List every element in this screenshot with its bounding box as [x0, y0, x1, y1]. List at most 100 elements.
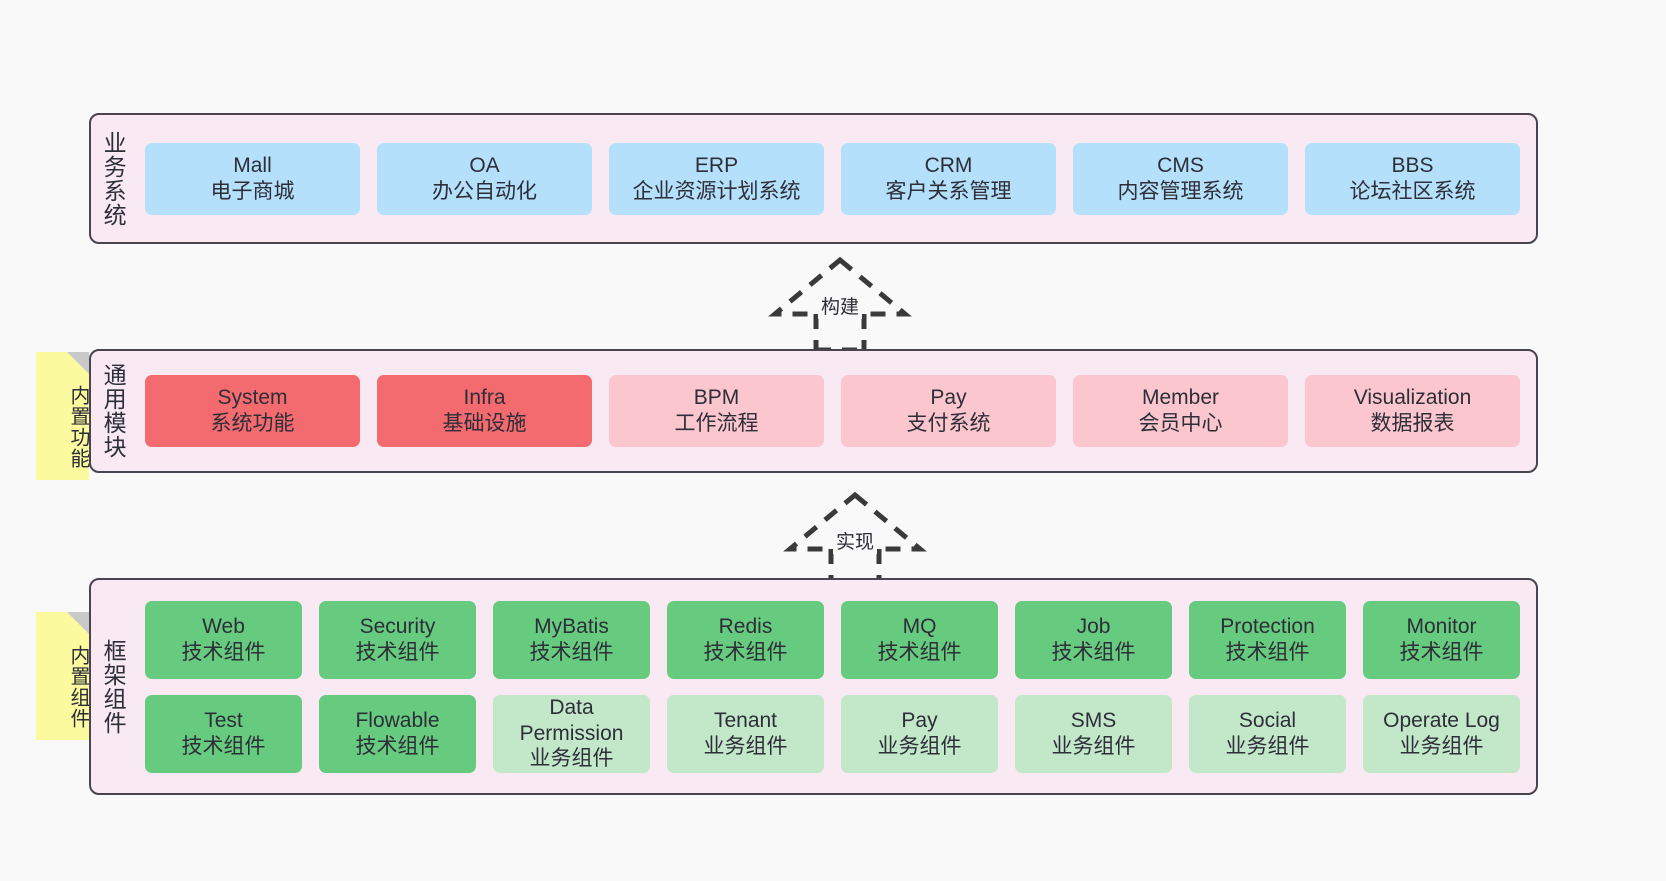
- module-card-data-permission[interactable]: Data Permission 业务组件: [493, 694, 650, 773]
- card-desc: 业务组件: [877, 734, 962, 758]
- card-desc: 技术组件: [1051, 640, 1136, 664]
- sticky-note-builtin-components: 内置组件: [36, 612, 89, 740]
- card-desc: 技术组件: [1225, 640, 1310, 664]
- card-name: BPM: [693, 386, 740, 410]
- card-desc: 工作流程: [674, 412, 759, 435]
- card-desc: 业务组件: [1225, 734, 1310, 758]
- module-card-pay[interactable]: Pay 支付系统: [841, 375, 1056, 447]
- module-card-security[interactable]: Security 技术组件: [319, 600, 476, 679]
- card-row: Test 技术组件 Flowable 技术组件 Data Permission …: [145, 694, 1520, 773]
- connector-build: 构建: [755, 256, 925, 352]
- card-desc: 业务组件: [1399, 734, 1484, 758]
- card-desc: 论坛社区系统: [1349, 179, 1476, 203]
- module-card-mybatis[interactable]: MyBatis 技术组件: [493, 600, 650, 679]
- card-desc: 系统功能: [210, 412, 295, 435]
- module-card-web[interactable]: Web 技术组件: [145, 600, 302, 679]
- card-desc: 数据报表: [1370, 412, 1455, 435]
- card-name: Redis: [718, 614, 773, 638]
- layer-body-framework: Web 技术组件 Security 技术组件 MyBatis 技术组件 Redi…: [135, 580, 1536, 793]
- hollow-triangle-icon: [783, 491, 927, 552]
- module-card-infra[interactable]: Infra 基础设施: [377, 375, 592, 447]
- card-desc: 技术组件: [181, 734, 266, 758]
- module-card-system[interactable]: System 系统功能: [145, 375, 360, 447]
- note-fold-corner-icon: [67, 612, 89, 634]
- card-row: Mall 电子商城 OA 办公自动化 ERP 企业资源计划系统 CRM 客户关系…: [145, 142, 1520, 215]
- card-name: SMS: [1070, 708, 1117, 732]
- sticky-note-builtin-features: 内置功能: [36, 352, 89, 480]
- module-card-pay-business[interactable]: Pay 业务组件: [841, 694, 998, 773]
- layer-common-modules: 通用模块 System 系统功能 Infra 基础设施 BPM 工作流程 Pay…: [89, 349, 1538, 473]
- card-desc: 电子商城: [210, 179, 295, 203]
- module-card-visualization[interactable]: Visualization 数据报表: [1305, 375, 1520, 447]
- module-card-job[interactable]: Job 技术组件: [1015, 600, 1172, 679]
- card-name: Flowable: [355, 708, 440, 732]
- card-desc: 业务组件: [703, 734, 788, 758]
- card-name: Web: [202, 614, 245, 638]
- card-name: Data Permission: [519, 695, 624, 745]
- card-desc: 技术组件: [355, 640, 440, 664]
- card-desc: 业务组件: [529, 747, 614, 771]
- card-name: Monitor: [1406, 614, 1477, 638]
- module-card-mq[interactable]: MQ 技术组件: [841, 600, 998, 679]
- module-card-monitor[interactable]: Monitor 技术组件: [1363, 600, 1520, 679]
- card-desc: 技术组件: [1399, 640, 1484, 664]
- module-card-mall[interactable]: Mall 电子商城: [145, 142, 360, 215]
- card-desc: 支付系统: [906, 412, 991, 435]
- card-name: Protection: [1220, 614, 1315, 638]
- card-name: OA: [469, 153, 500, 177]
- module-card-sms[interactable]: SMS 业务组件: [1015, 694, 1172, 773]
- card-name: Security: [359, 614, 436, 638]
- module-card-redis[interactable]: Redis 技术组件: [667, 600, 824, 679]
- card-name: Social: [1238, 708, 1297, 732]
- card-name: Mall: [233, 153, 272, 177]
- layer-title-common: 通用模块: [100, 363, 127, 459]
- card-name: Test: [204, 708, 243, 732]
- card-desc: 技术组件: [181, 640, 266, 664]
- card-name: MyBatis: [534, 614, 609, 638]
- card-desc: 基础设施: [442, 412, 527, 435]
- connector-implement: 实现: [770, 491, 940, 587]
- connector-stem: [813, 314, 867, 352]
- card-row: Web 技术组件 Security 技术组件 MyBatis 技术组件 Redi…: [145, 600, 1520, 679]
- card-desc: 业务组件: [1051, 734, 1136, 758]
- module-card-member[interactable]: Member 会员中心: [1073, 375, 1288, 447]
- module-card-bpm[interactable]: BPM 工作流程: [609, 375, 824, 447]
- card-desc: 技术组件: [877, 640, 962, 664]
- note-label: 内置功能: [67, 385, 89, 469]
- card-desc: 内容管理系统: [1117, 179, 1244, 203]
- layer-title-framework: 框架组件: [100, 638, 127, 735]
- module-card-test[interactable]: Test 技术组件: [145, 694, 302, 773]
- card-name: MQ: [902, 614, 937, 638]
- connector-label-build: 构建: [817, 292, 863, 319]
- card-name: Operate Log: [1383, 708, 1500, 732]
- module-card-tenant[interactable]: Tenant 业务组件: [667, 694, 824, 773]
- card-desc: 办公自动化: [432, 179, 537, 203]
- card-name: Pay: [901, 708, 938, 732]
- module-card-protection[interactable]: Protection 技术组件: [1189, 600, 1346, 679]
- module-card-cms[interactable]: CMS 内容管理系统: [1073, 142, 1288, 215]
- card-name: Tenant: [713, 708, 778, 732]
- hollow-triangle-icon: [768, 256, 912, 317]
- module-card-flowable[interactable]: Flowable 技术组件: [319, 694, 476, 773]
- module-card-crm[interactable]: CRM 客户关系管理: [841, 142, 1056, 215]
- card-desc: 客户关系管理: [885, 179, 1012, 203]
- module-card-bbs[interactable]: BBS 论坛社区系统: [1305, 142, 1520, 215]
- card-desc: 企业资源计划系统: [632, 179, 801, 203]
- layer-body-business: Mall 电子商城 OA 办公自动化 ERP 企业资源计划系统 CRM 客户关系…: [135, 115, 1536, 242]
- connector-label-implement: 实现: [832, 527, 878, 554]
- layer-business-systems: 业务系统 Mall 电子商城 OA 办公自动化 ERP 企业资源计划系统 CRM…: [89, 113, 1538, 244]
- layer-title-business: 业务系统: [100, 130, 127, 227]
- card-name: CRM: [924, 153, 973, 177]
- module-card-social[interactable]: Social 业务组件: [1189, 694, 1346, 773]
- note-fold-corner-icon: [67, 352, 89, 374]
- module-card-erp[interactable]: ERP 企业资源计划系统: [609, 142, 824, 215]
- module-card-operate-log[interactable]: Operate Log 业务组件: [1363, 694, 1520, 773]
- card-desc: 技术组件: [529, 640, 614, 664]
- module-card-oa[interactable]: OA 办公自动化: [377, 142, 592, 215]
- card-desc: 技术组件: [355, 734, 440, 758]
- layer-body-common: System 系统功能 Infra 基础设施 BPM 工作流程 Pay 支付系统…: [135, 351, 1536, 471]
- card-name: Visualization: [1353, 386, 1472, 410]
- card-desc: 技术组件: [703, 640, 788, 664]
- card-name: BBS: [1391, 153, 1434, 177]
